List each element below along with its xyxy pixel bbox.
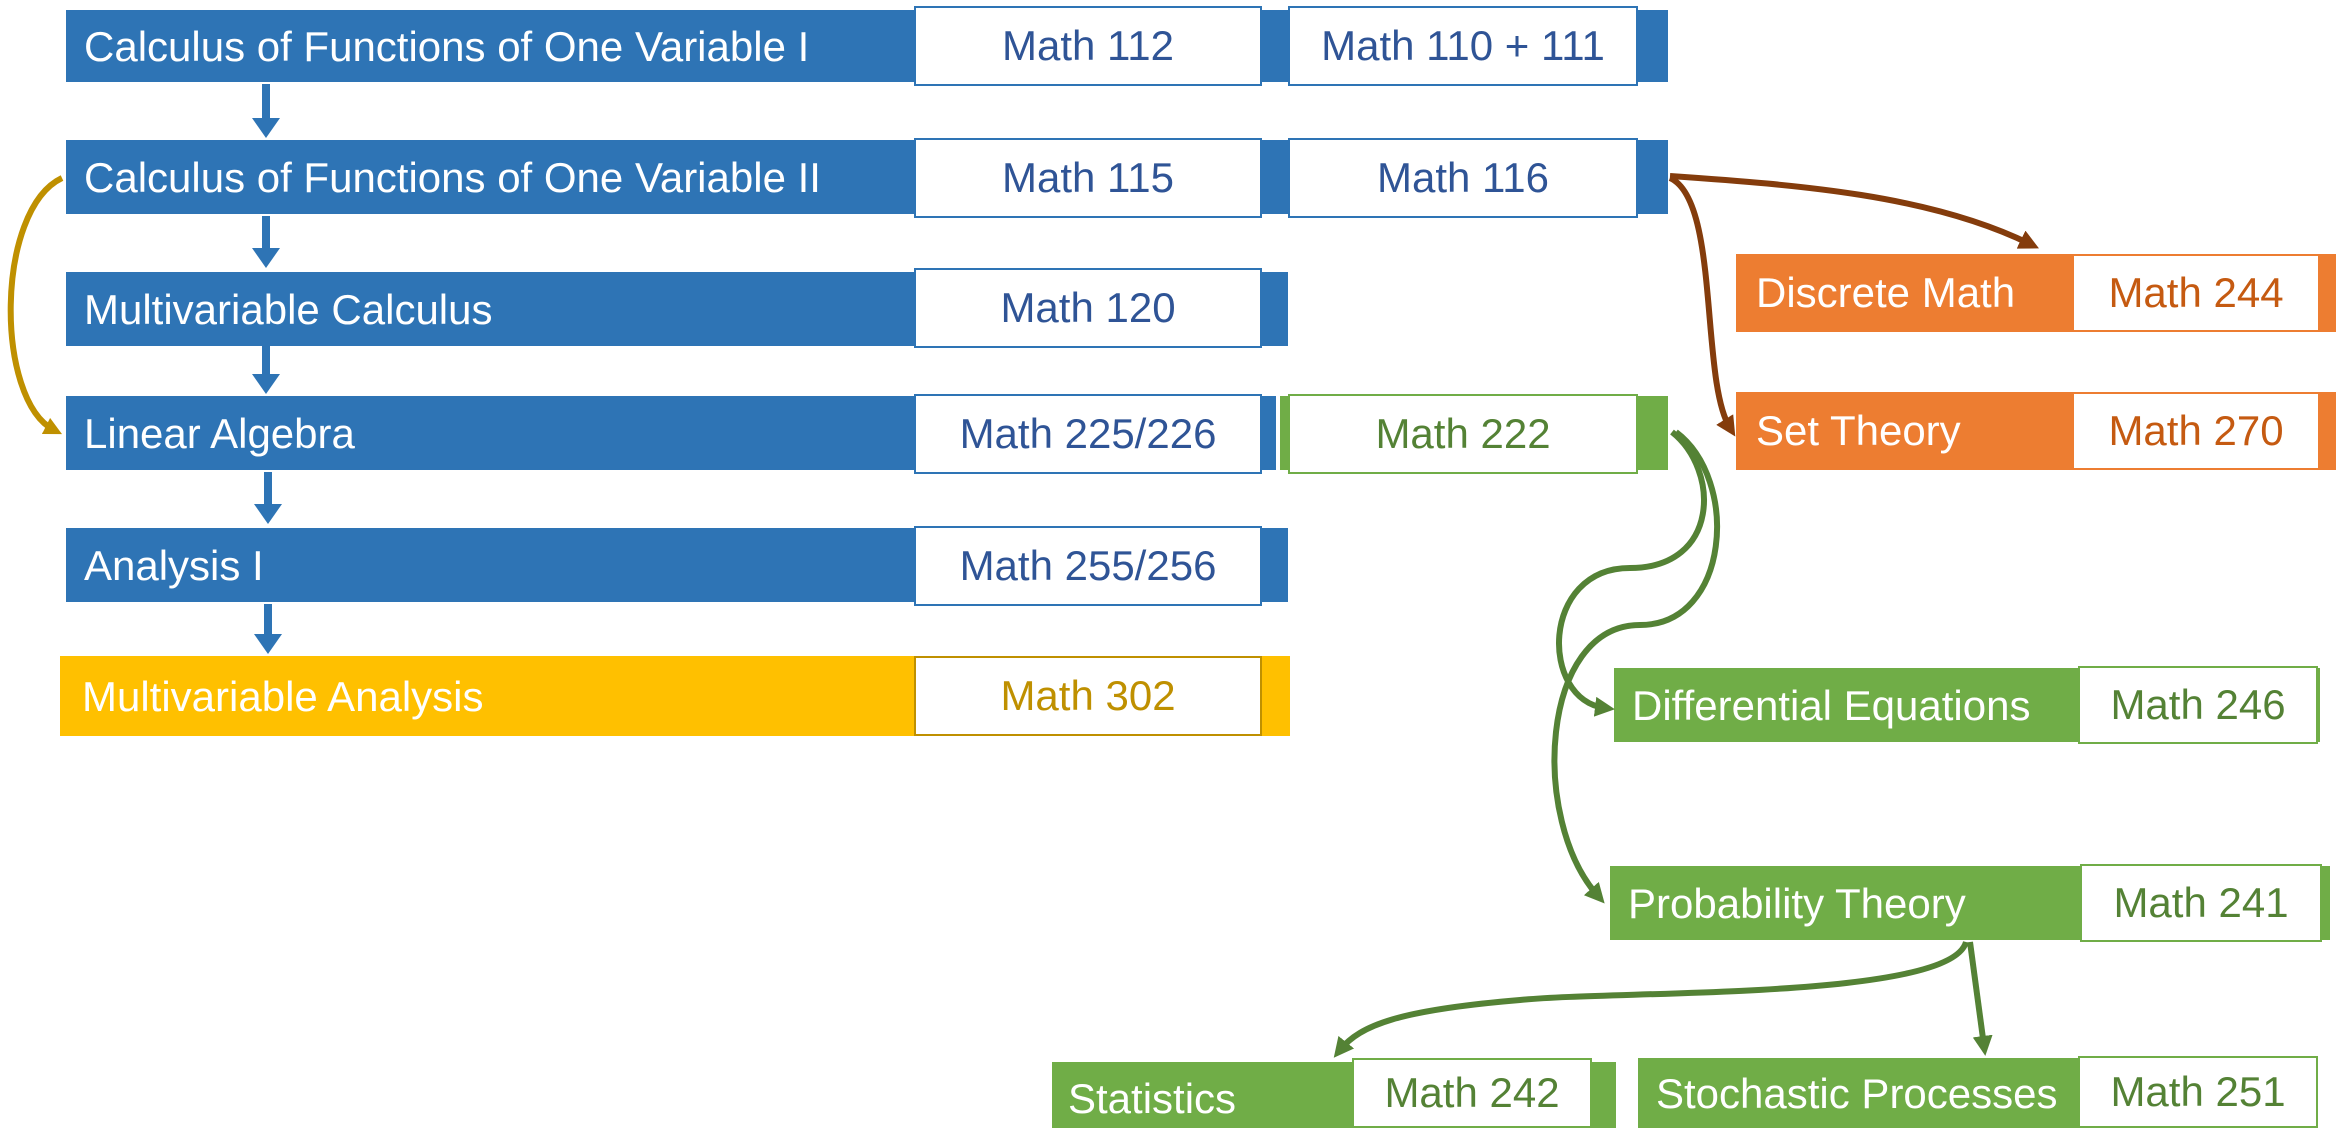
course-title-linalg: Linear Algebra (84, 410, 355, 457)
course-title-statistics: Statistics (1068, 1075, 1237, 1122)
course-code-math120: Math 120 (914, 268, 1262, 348)
arrow-math116-to-discrete (1669, 173, 2039, 249)
arrow-calc1-to-calc2 (252, 84, 280, 138)
arrow-multicalc-to-linalg (252, 346, 280, 394)
course-code-math110-111: Math 110 + 111 (1288, 6, 1638, 86)
course-code-math244: Math 244 (2072, 254, 2320, 332)
arrow-calc2-to-multicalc (252, 216, 280, 268)
course-code-math246: Math 246 (2078, 666, 2318, 744)
course-title-calc1: Calculus of Functions of One Variable I (84, 23, 810, 70)
course-code-math241: Math 241 (2080, 864, 2322, 942)
arrow-math116-to-settheory (1668, 175, 1736, 437)
arrow-math222-to-diffeq (1556, 429, 1707, 717)
course-title-multicalc: Multivariable Calculus (84, 286, 493, 333)
course-code-math115: Math 115 (914, 138, 1262, 218)
arrow-probability-to-statistics (1333, 940, 1969, 1058)
course-title-stochastic: Stochastic Processes (1656, 1070, 2058, 1117)
course-title-multianalysis: Multivariable Analysis (82, 673, 484, 720)
course-code-math302: Math 302 (914, 656, 1262, 736)
arrow-analysis1-to-multianalysis (254, 604, 282, 654)
course-title-probability: Probability Theory (1628, 880, 1966, 927)
course-code-math116: Math 116 (1288, 138, 1638, 218)
course-title-diffeq: Differential Equations (1632, 682, 2031, 729)
arrow-linalg-to-analysis1 (254, 472, 282, 524)
arrow-calc2-to-linalg (7, 175, 64, 435)
arrow-math222-to-probability (1551, 429, 1720, 904)
course-code-math112: Math 112 (914, 6, 1262, 86)
course-code-math270: Math 270 (2072, 392, 2320, 470)
course-code-math255-256: Math 255/256 (914, 526, 1262, 606)
course-code-math242: Math 242 (1352, 1058, 1592, 1128)
course-title-analysis1: Analysis I (84, 542, 264, 589)
course-title-settheory: Set Theory (1756, 407, 1961, 454)
course-title-calc2: Calculus of Functions of One Variable II (84, 154, 821, 201)
course-code-math222: Math 222 (1288, 394, 1638, 474)
course-code-math225-226: Math 225/226 (914, 394, 1262, 474)
arrow-probability-to-stochastic (1967, 941, 1993, 1056)
course-title-discrete: Discrete Math (1756, 269, 2016, 316)
course-code-math251: Math 251 (2078, 1056, 2318, 1128)
